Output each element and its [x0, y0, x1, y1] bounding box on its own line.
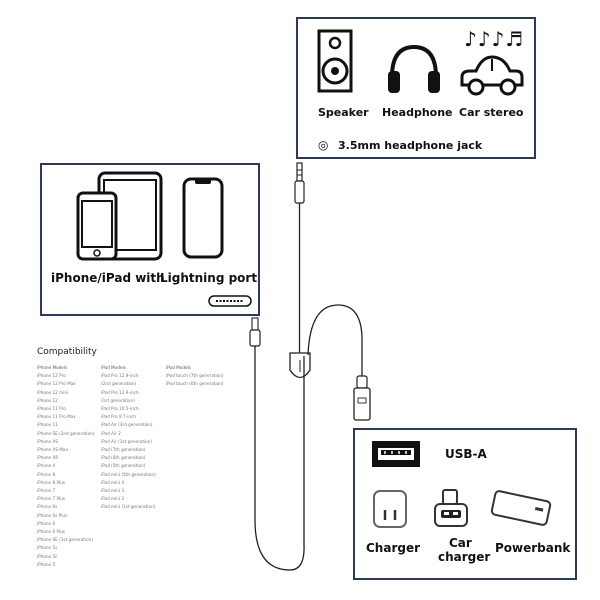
- device-box: iPhone/iPad with Lightning port: [40, 163, 260, 316]
- ipod-models-header: iPod Models: [166, 365, 191, 370]
- list-item: iPad mini (1st generation): [101, 504, 156, 510]
- list-item: iPad Pro 10.5-inch: [101, 406, 139, 412]
- list-item: iPad mini 4: [101, 479, 125, 485]
- headphone-icon: [388, 44, 440, 93]
- list-item: iPod touch (6th generation): [166, 381, 224, 387]
- iphone-models-header: iPhone Models: [37, 365, 68, 370]
- car-icon: [460, 55, 524, 96]
- list-item: iPad (6th generation): [101, 455, 146, 461]
- list-item: (2nd generation): [101, 381, 137, 387]
- car-charger-label-1: Car: [449, 536, 472, 550]
- ipod-models-column: iPod Models iPod touch (7th generation) …: [166, 364, 224, 389]
- list-item: iPhone 12 mini: [37, 389, 69, 395]
- list-item: iPhone X: [37, 463, 56, 469]
- list-item: iPad Air (3rd generation): [101, 422, 153, 428]
- powerbank-label: Powerbank: [495, 541, 571, 555]
- lightning-plug-icon: [249, 317, 261, 347]
- compatibility-title: Compatibility: [37, 347, 97, 357]
- headphone-label: Headphone: [382, 106, 453, 119]
- list-item: iPhone 12 Pro: [37, 373, 66, 379]
- list-item: iPad Pro 9.7-inch: [101, 414, 136, 420]
- usb-a-port-icon: [372, 441, 420, 467]
- list-item: iPhone 5s: [37, 545, 58, 551]
- music-notes-icon: ♪♪♪♬: [464, 27, 525, 51]
- list-item: iPad Air (1st generation): [101, 438, 152, 444]
- car-stereo-label: Car stereo: [459, 106, 524, 119]
- list-item: iPhone 7 Plus: [37, 496, 65, 502]
- list-item: iPad (5th generation): [101, 463, 146, 469]
- lightning-port-icon: [208, 295, 252, 307]
- splitter-icon: [289, 352, 311, 379]
- list-item: iPhone 6: [37, 520, 56, 526]
- jack-symbol-icon: ◎: [318, 138, 329, 152]
- list-item: iPhone XS Max: [37, 447, 68, 453]
- list-item: iPad Pro 12.9-inch: [101, 373, 139, 379]
- list-item: iPhone 8 Plus: [37, 479, 65, 485]
- device-label-left: iPhone/iPad with: [51, 271, 165, 285]
- iphone-models-column: iPhone Models iPhone 12 Pro iPhone 12 Pr…: [37, 364, 94, 569]
- jack-title: 3.5mm headphone jack: [338, 139, 483, 152]
- iphone-icon: [76, 191, 118, 261]
- ipad-models-column: iPad Models iPad Pro 12.9-inch (2nd gene…: [101, 364, 156, 512]
- usb-plug-icon: [353, 375, 371, 421]
- list-item: iPhone 6s Plus: [37, 512, 68, 518]
- list-item: iPhone 12 Pro Max: [37, 381, 76, 387]
- speaker-icon: [317, 29, 353, 93]
- list-item: iPad Air 2: [101, 430, 121, 436]
- ipad-models-header: iPad Models: [101, 365, 126, 370]
- list-item: iPad Pro 12.9-inch: [101, 389, 139, 395]
- list-item: iPad mini (5th generation): [101, 471, 156, 477]
- list-item: iPhone 6 Plus: [37, 529, 65, 535]
- list-item: iPhone SE (2nd generation): [37, 430, 95, 436]
- car-charger-icon: [434, 489, 468, 527]
- list-item: (1st generation): [101, 397, 135, 403]
- list-item: iPod touch (7th generation): [166, 373, 224, 379]
- list-item: iPhone 11 Pro: [37, 406, 66, 412]
- list-item: iPhone 8: [37, 471, 56, 477]
- list-item: iPad mini 3: [101, 488, 125, 494]
- list-item: iPhone 6s: [37, 504, 58, 510]
- charger-label: Charger: [366, 541, 421, 555]
- list-item: iPhone 11: [37, 422, 58, 428]
- list-item: iPhone 5c: [37, 553, 58, 559]
- list-item: iPad mini 2: [101, 496, 125, 502]
- audio-output-box: ♪♪♪♬ Speaker Headphone Car stereo ◎ 3.5m…: [296, 17, 536, 159]
- charger-icon: [373, 490, 407, 528]
- usb-a-label: USB-A: [445, 447, 487, 461]
- list-item: iPhone 12: [37, 397, 58, 403]
- iphone-notch-icon: [182, 177, 224, 259]
- list-item: iPhone XS: [37, 438, 58, 444]
- device-label-right: Lightning port: [160, 271, 258, 285]
- audio-plug-icon: [294, 162, 305, 355]
- list-item: iPhone 11 Pro Max: [37, 414, 76, 420]
- list-item: iPhone XR: [37, 455, 59, 461]
- list-item: iPhone SE (1st generation): [37, 537, 93, 543]
- car-charger-label-2: charger: [438, 550, 491, 564]
- powerbank-icon: [490, 490, 552, 526]
- speaker-label: Speaker: [318, 106, 369, 119]
- list-item: iPhone 5: [37, 561, 56, 567]
- power-source-box: USB-A Charger Car charger Powerbank: [353, 428, 577, 580]
- list-item: iPhone 7: [37, 488, 56, 494]
- list-item: iPad (7th generation): [101, 447, 146, 453]
